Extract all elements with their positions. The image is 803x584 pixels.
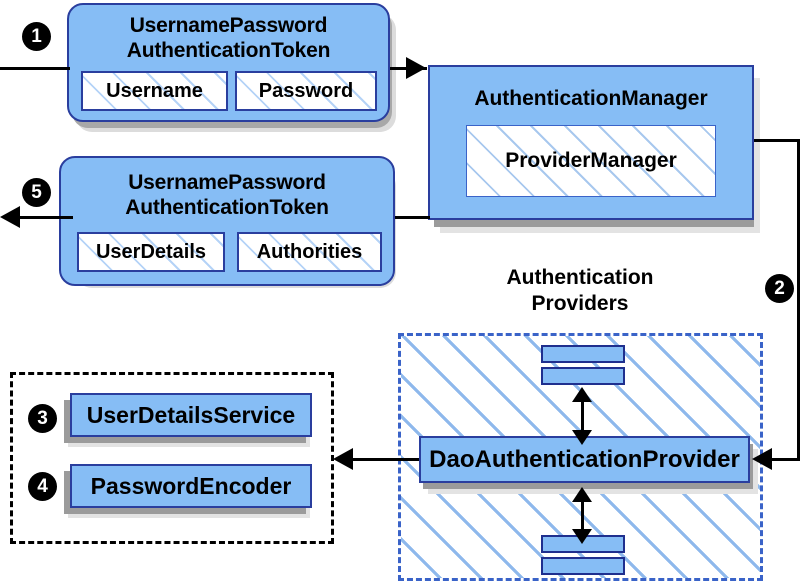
response-token-slot-authorities-label: Authorities [256, 240, 363, 263]
collapsed-provider-bar-top-2[interactable] [541, 367, 625, 385]
user-details-service-box[interactable]: UserDetailsService [70, 393, 312, 437]
provider-link-arrow-down-top [572, 430, 592, 445]
provider-to-services-line [352, 458, 419, 461]
password-encoder-label: PasswordEncoder [90, 472, 292, 499]
user-details-service-label: UserDetailsService [86, 401, 296, 428]
collapsed-provider-bar-bottom-2[interactable] [541, 557, 625, 575]
response-output-arrowhead [0, 206, 20, 228]
request-token-slot-password-label: Password [258, 79, 354, 102]
response-token-title-line2: AuthenticationToken [125, 196, 329, 219]
request-token-slot-username-label: Username [106, 79, 203, 102]
request-token-title-line1: UsernamePassword [129, 14, 328, 37]
collapsed-provider-bar-top-1[interactable] [541, 345, 625, 363]
marker-1: 1 [22, 22, 51, 51]
incoming-request-line [0, 67, 70, 70]
dao-authentication-provider-label: DaoAuthenticationProvider [429, 445, 740, 473]
request-to-manager-arrowhead [406, 57, 426, 79]
provider-link-arrow-up-top [572, 387, 592, 402]
authentication-providers-title-line2: Providers [531, 292, 629, 315]
provider-manager-box[interactable]: ProviderManager [466, 125, 716, 197]
provider-to-services-arrowhead [333, 448, 353, 470]
request-token-title-line2: AuthenticationToken [126, 39, 331, 62]
manager-to-provider-line-vertical [797, 139, 800, 459]
manager-to-response-line [395, 216, 430, 219]
request-token-slot-password[interactable]: Password [235, 71, 377, 111]
marker-4: 4 [28, 472, 57, 501]
manager-to-provider-line-horizontal-bottom [770, 458, 800, 461]
marker-2: 2 [765, 274, 794, 303]
response-token-slot-authorities[interactable]: Authorities [237, 232, 382, 272]
marker-3: 3 [28, 404, 57, 433]
marker-5: 5 [22, 178, 51, 207]
authentication-manager-label: AuthenticationManager [474, 87, 708, 110]
manager-to-provider-arrowhead [752, 448, 772, 470]
response-output-line [18, 216, 73, 219]
response-token-slot-userdetails-label: UserDetails [95, 240, 207, 263]
response-token-title-line1: UsernamePassword [128, 171, 326, 194]
provider-manager-label: ProviderManager [505, 149, 677, 172]
authentication-providers-title-line1: Authentication [506, 266, 654, 289]
password-encoder-box[interactable]: PasswordEncoder [70, 464, 312, 508]
username-password-authentication-token-response[interactable]: UsernamePassword AuthenticationToken Use… [59, 156, 395, 286]
response-token-slot-userdetails[interactable]: UserDetails [77, 232, 225, 272]
provider-link-arrow-down-bottom [572, 529, 592, 544]
username-password-authentication-token-request[interactable]: UsernamePassword AuthenticationToken Use… [67, 3, 390, 122]
provider-link-arrow-up-bottom [572, 487, 592, 502]
manager-to-provider-line-horizontal-top [754, 139, 800, 142]
authentication-manager-box[interactable]: AuthenticationManager ProviderManager [428, 65, 754, 220]
request-token-slot-username[interactable]: Username [81, 71, 228, 111]
